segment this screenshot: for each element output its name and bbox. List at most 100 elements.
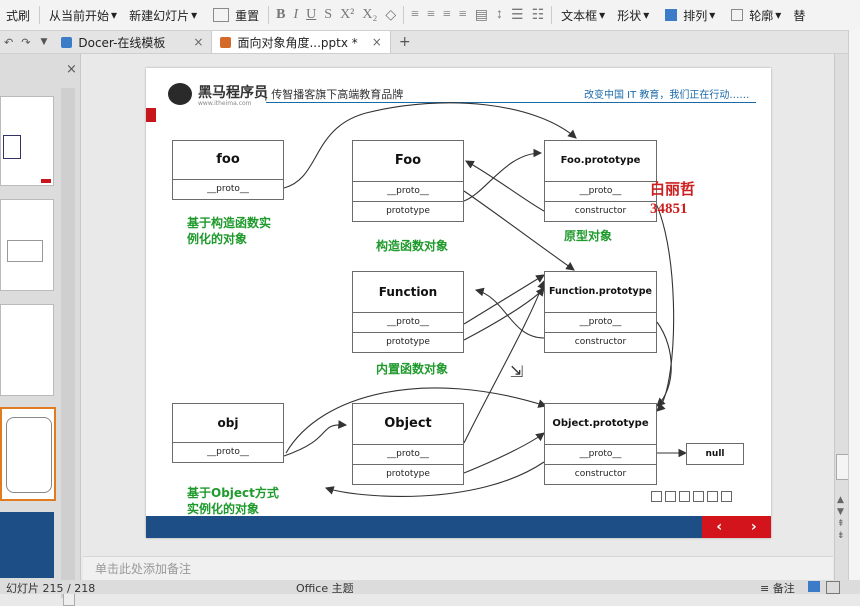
diagram-box-foo-prototype[interactable]: Foo.prototype __proto__ constructor bbox=[544, 140, 657, 222]
align-left-icon[interactable]: ≡ bbox=[411, 7, 420, 22]
box-title: Foo bbox=[394, 153, 422, 168]
box-row: constructor bbox=[545, 464, 656, 484]
comment-icon[interactable] bbox=[665, 491, 676, 502]
slide-footer-bar bbox=[146, 516, 771, 538]
clear-format-icon[interactable]: ◇ bbox=[385, 7, 397, 23]
box-title: null bbox=[705, 449, 725, 459]
reset-label: 重置 bbox=[235, 8, 260, 23]
prev-arrow-icon[interactable]: ‹ bbox=[716, 519, 723, 535]
chevron-down-icon[interactable]: ▼ bbox=[40, 37, 48, 47]
superscript-button[interactable]: X² bbox=[340, 7, 355, 22]
arrange-label: 排列 bbox=[683, 8, 708, 23]
thumb-figure bbox=[7, 240, 43, 262]
box-title: Object.prototype bbox=[552, 418, 649, 429]
arrange-button[interactable]: 排列▾ bbox=[655, 7, 721, 24]
box-title: foo bbox=[216, 152, 240, 167]
play-from-current-label: 从当前开始 bbox=[49, 8, 110, 23]
chevron-down-icon: ▾ bbox=[775, 8, 782, 22]
textbox-button[interactable]: 文本框▾ bbox=[555, 7, 611, 24]
diagram-box-null[interactable]: null bbox=[686, 443, 744, 465]
logo-text: 黑马程序员 bbox=[198, 85, 268, 101]
close-icon[interactable]: × bbox=[66, 62, 77, 77]
box-row: __proto__ bbox=[353, 312, 463, 332]
notes-icon: ≡ bbox=[760, 582, 770, 595]
arrow bbox=[463, 432, 545, 474]
tab-docer[interactable]: Docer-在线模板 × bbox=[53, 31, 211, 53]
arrow bbox=[285, 387, 548, 454]
scroll-arrows-icon[interactable]: ▲▼⇞⇟ bbox=[837, 495, 845, 541]
share-icon[interactable] bbox=[707, 491, 718, 502]
slide-thumbnail[interactable] bbox=[0, 96, 54, 186]
new-slide-button[interactable]: 新建幻灯片▾ bbox=[123, 7, 203, 24]
redo-icon[interactable]: ↷ bbox=[21, 35, 31, 49]
distribute-icon[interactable]: ▤ bbox=[474, 7, 489, 23]
chevron-down-icon: ▾ bbox=[643, 8, 650, 22]
diagram-box-Function[interactable]: Function __proto__ prototype bbox=[352, 271, 464, 353]
mouse-cursor-icon: ⇲ bbox=[510, 362, 524, 381]
underline-button[interactable]: U bbox=[306, 7, 317, 22]
edit-icon[interactable] bbox=[651, 491, 662, 502]
slide-scrollbar[interactable]: ▲▼⇞⇟ bbox=[834, 54, 849, 580]
diagram-box-object-prototype[interactable]: Object.prototype __proto__ constructor bbox=[544, 403, 657, 485]
sorter-view-icon[interactable] bbox=[826, 581, 840, 594]
box-title: Foo.prototype bbox=[560, 155, 641, 166]
label-foo-instance: 基于构造函数实 例化的对象 bbox=[187, 216, 272, 246]
slide-nav: ‹ › bbox=[702, 516, 771, 538]
outline-button[interactable]: 轮廓▾ bbox=[721, 7, 787, 24]
undo-icon[interactable]: ↶ bbox=[4, 35, 14, 49]
slide-counter: 幻灯片 215 / 218 bbox=[6, 582, 96, 595]
theme-name: Office 主题 bbox=[296, 582, 354, 595]
notes-toggle-button[interactable]: ≡ 备注 bbox=[760, 580, 795, 596]
replace-button[interactable]: 替 bbox=[787, 7, 811, 24]
replace-label: 替 bbox=[793, 8, 806, 23]
numbering-icon[interactable]: ☷ bbox=[531, 7, 545, 23]
arrow bbox=[283, 102, 577, 189]
label-constructor-objects: 构造函数对象 bbox=[376, 239, 449, 253]
box-title: Function.prototype bbox=[549, 286, 652, 297]
diagram-box-foo[interactable]: foo __proto__ bbox=[172, 140, 284, 200]
notes-input[interactable]: 单击此处添加备注 bbox=[83, 556, 833, 580]
close-icon[interactable]: × bbox=[193, 35, 204, 49]
diagram-box-obj[interactable]: obj __proto__ bbox=[172, 403, 284, 463]
box-row: __proto__ bbox=[353, 444, 463, 464]
diagram-box-Foo[interactable]: Foo __proto__ prototype bbox=[352, 140, 464, 222]
thumbnails-scrollbar[interactable] bbox=[61, 88, 75, 598]
reset-button[interactable]: 重置 bbox=[203, 7, 265, 24]
box-row: __proto__ bbox=[545, 312, 656, 332]
slide-canvas[interactable]: 黑马程序员 www.itheima.com | 传智播客旗下高端教育品牌 改变中… bbox=[146, 68, 771, 538]
format-painter-button[interactable]: 式刷 bbox=[0, 7, 36, 24]
bullets-icon[interactable]: ☰ bbox=[511, 7, 524, 23]
play-from-current-button[interactable]: 从当前开始▾ bbox=[43, 7, 123, 24]
diagram-box-function-prototype[interactable]: Function.prototype __proto__ constructor bbox=[544, 271, 657, 353]
normal-view-icon[interactable] bbox=[808, 581, 820, 592]
toolbar-divider bbox=[403, 6, 405, 24]
align-right-icon[interactable]: ≡ bbox=[442, 7, 451, 22]
new-tab-button[interactable]: + bbox=[398, 34, 411, 50]
next-arrow-icon[interactable]: › bbox=[750, 519, 757, 535]
close-icon[interactable]: × bbox=[371, 35, 382, 49]
phone-icon[interactable] bbox=[693, 491, 704, 502]
bold-button[interactable]: B bbox=[276, 7, 286, 22]
subscript-button[interactable]: X₂ bbox=[362, 7, 378, 22]
layout-icon[interactable] bbox=[679, 491, 690, 502]
diagram-box-Object[interactable]: Object __proto__ prototype bbox=[352, 403, 464, 485]
slide-thumbnail-active[interactable] bbox=[0, 407, 56, 501]
box-row: prototype bbox=[353, 201, 463, 221]
italic-button[interactable]: I bbox=[293, 7, 299, 22]
zoom-icon[interactable] bbox=[721, 491, 732, 502]
chevron-down-icon: ▾ bbox=[709, 8, 716, 22]
slide-thumbnail[interactable] bbox=[0, 199, 54, 291]
strikethrough-button[interactable]: S bbox=[324, 7, 333, 22]
justify-icon[interactable]: ≡ bbox=[458, 7, 467, 22]
reset-icon bbox=[213, 8, 230, 22]
arrow bbox=[463, 287, 545, 341]
shape-button[interactable]: 形状▾ bbox=[611, 7, 655, 24]
align-center-icon[interactable]: ≡ bbox=[427, 7, 435, 22]
line-spacing-icon[interactable]: ↕ bbox=[496, 7, 504, 22]
tab-pptx[interactable]: 面向对象角度...pptx * × bbox=[211, 31, 391, 53]
box-row: prototype bbox=[353, 464, 463, 484]
slide-thumbnail[interactable] bbox=[0, 304, 54, 396]
right-side-panel bbox=[848, 30, 860, 580]
shape-label: 形状 bbox=[617, 8, 642, 23]
slide-thumbnail[interactable] bbox=[0, 512, 54, 578]
